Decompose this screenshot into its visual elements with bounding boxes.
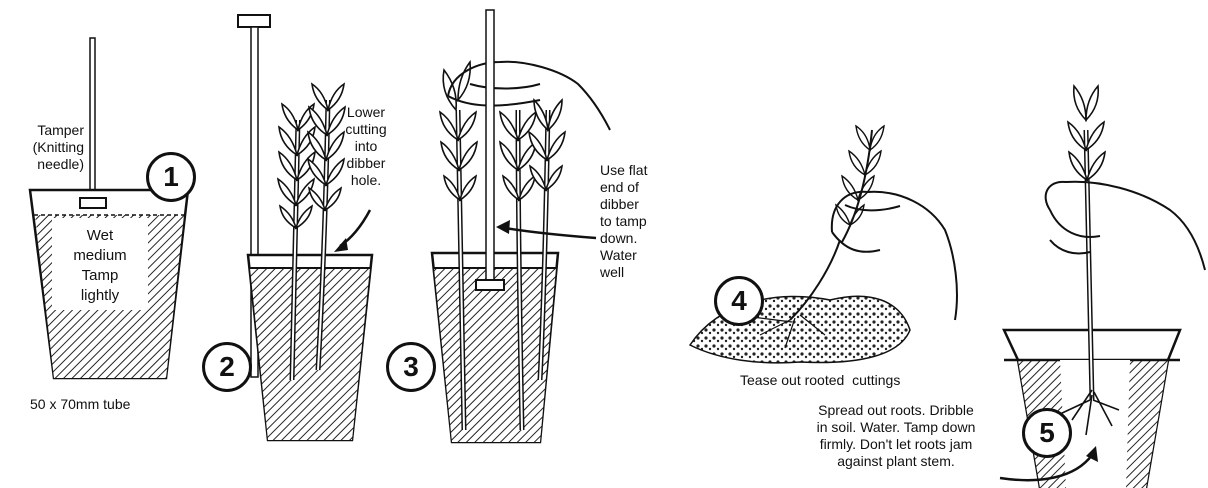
step-3-label: Use flat end of dibber to tamp down. Wat… [600, 162, 660, 281]
step-3-figure [432, 10, 610, 442]
dibber-shaft-3 [486, 10, 494, 280]
step-4-caption: Tease out rooted cuttings [740, 372, 900, 389]
hand-5 [1046, 182, 1205, 270]
step-2-number: 2 [202, 342, 252, 392]
step-2-label: Lower cutting into dibber hole. [336, 104, 396, 189]
dibber-handle [238, 15, 270, 27]
step-1-figure [30, 38, 188, 378]
step-5-caption: Spread out roots. Dribble in soil. Water… [776, 402, 1016, 470]
step-1-label: Tamper (Knitting needle) [8, 122, 84, 173]
dibber-flat-end [476, 280, 504, 290]
tamper-head [80, 198, 106, 208]
step-4-number: 4 [714, 276, 764, 326]
step-5-number: 5 [1022, 408, 1072, 458]
step-3-number: 3 [386, 342, 436, 392]
step-4-figure [690, 126, 957, 363]
knitting-needle [90, 38, 95, 198]
step-1-number: 1 [146, 152, 196, 202]
step-2-figure [238, 15, 372, 440]
step-1-inside-text: Wet medium Tamp lightly [52, 226, 148, 306]
step-1-caption: 50 x 70mm tube [30, 396, 130, 413]
